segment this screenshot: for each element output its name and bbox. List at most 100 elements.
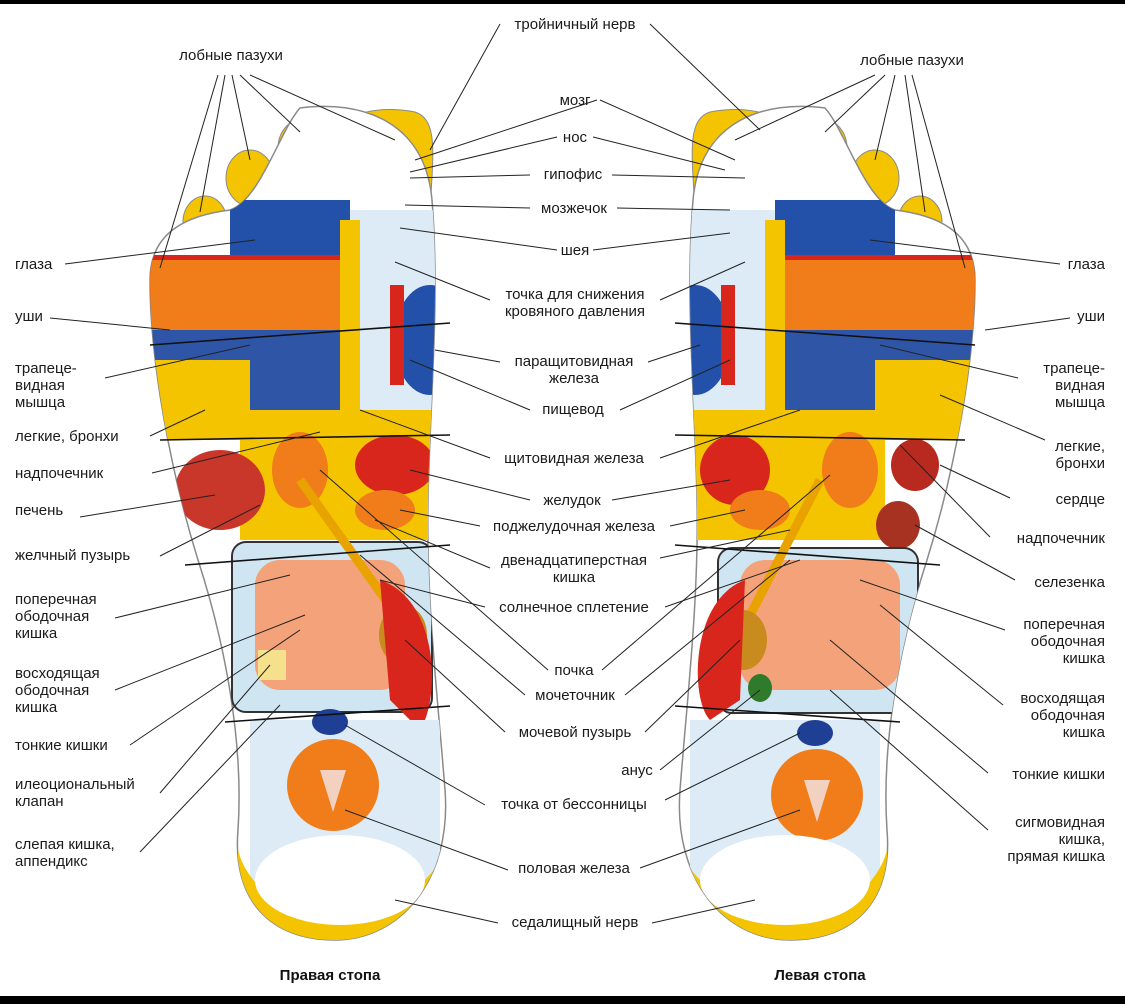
label-appendix-line1: слепая кишка, bbox=[15, 836, 115, 853]
label-duodenum-line2: кишка bbox=[552, 569, 596, 586]
right-appendix bbox=[258, 650, 286, 680]
label-sigmoid-line2: кишка, bbox=[1058, 831, 1105, 848]
right-eye-band bbox=[230, 200, 350, 260]
label-heart: сердце bbox=[1055, 491, 1105, 508]
label-parathyroid-line1: паращитовидная bbox=[514, 353, 634, 370]
right-zone-lines bbox=[149, 322, 451, 723]
right-red-half bbox=[380, 580, 432, 730]
left-sole-zones bbox=[679, 200, 975, 940]
left-orange-band bbox=[785, 260, 975, 330]
label-ascending-left-line3: кишка bbox=[1062, 724, 1105, 741]
label-ileocecal-line1: илеоциональный bbox=[15, 776, 135, 793]
label-ascending-left-line2: ободочная bbox=[1030, 707, 1105, 724]
label-parathyroid: паращитовидная железа bbox=[515, 353, 634, 387]
right-gonad-inner bbox=[320, 770, 346, 812]
right-lung-band bbox=[150, 360, 250, 440]
label-trapezius-left-line1: трапеце- bbox=[1043, 360, 1105, 377]
label-trapezius-right-line1: трапеце- bbox=[15, 360, 77, 377]
label-ascending-left-line1: восходящая bbox=[1020, 690, 1105, 707]
label-transverse-left-line2: ободочная bbox=[1030, 633, 1105, 650]
label-brain: мозг bbox=[559, 92, 591, 109]
label-nose: нос bbox=[562, 129, 588, 146]
label-lungs-right: легкие, бронхи bbox=[15, 428, 119, 445]
left-small-intestine bbox=[740, 560, 900, 690]
left-anus-zone bbox=[748, 674, 772, 702]
label-parathyroid-line2: железа bbox=[549, 370, 599, 387]
label-transverse-right-line2: ободочная bbox=[15, 608, 90, 625]
right-stomach bbox=[355, 435, 435, 495]
label-sigmoid-line1: сигмовидная bbox=[1015, 814, 1105, 831]
label-cerebellum: мозжечок bbox=[541, 200, 607, 217]
label-duodenum-line1: двенадцатиперстная bbox=[500, 552, 648, 569]
label-adrenal-left: надпочечник bbox=[1016, 530, 1105, 547]
right-pancreas bbox=[355, 490, 415, 530]
right-kidney bbox=[272, 432, 328, 508]
label-kidney: почка bbox=[554, 662, 594, 679]
label-trigeminal: тройничный нерв bbox=[514, 16, 636, 33]
label-ileocecal-line2: клапан bbox=[15, 793, 64, 810]
label-thyroid: щитовидная железа bbox=[504, 450, 644, 467]
label-sigmoid-line3: прямая кишка bbox=[1007, 848, 1105, 865]
label-spleen: селезенка bbox=[1034, 574, 1105, 591]
label-trapezius-right: трапеце- видная мышца bbox=[15, 360, 77, 411]
label-ascending-right-line2: ободочная bbox=[15, 682, 90, 699]
label-pancreas: поджелудочная железа bbox=[493, 518, 655, 535]
label-stomach: желудок bbox=[543, 492, 601, 509]
left-stomach bbox=[700, 435, 770, 505]
left-red-half bbox=[697, 580, 745, 720]
left-heel-white bbox=[700, 835, 870, 925]
left-spleen bbox=[876, 501, 920, 549]
label-anus: анус bbox=[621, 762, 653, 779]
label-transverse-right: поперечная ободочная кишка bbox=[15, 591, 97, 642]
label-esophagus: пищевод bbox=[542, 401, 604, 418]
label-bladder: мочевой пузырь bbox=[518, 724, 632, 741]
label-solar-plexus: солнечное сплетение bbox=[499, 599, 649, 616]
label-gonad: половая железа bbox=[518, 860, 630, 877]
leader-lines bbox=[49, 23, 1071, 924]
label-bp-point-line1: точка для снижения bbox=[505, 286, 645, 303]
label-ears-right: уши bbox=[15, 308, 43, 325]
label-transverse-right-line1: поперечная bbox=[15, 591, 97, 608]
right-small-intestine bbox=[255, 560, 405, 690]
label-ascending-right-line3: кишка bbox=[15, 699, 58, 716]
caption-right-foot: Правая стопа bbox=[279, 967, 381, 984]
label-transverse-right-line3: кишка bbox=[15, 625, 58, 642]
label-bp-point-line2: кровяного давления bbox=[504, 303, 646, 320]
bottom-border bbox=[0, 996, 1125, 1004]
label-ascending-right-line1: восходящая bbox=[15, 665, 100, 682]
label-liver: печень bbox=[15, 502, 64, 519]
label-trapezius-left: трапеце- видная мышца bbox=[1043, 360, 1105, 411]
left-eye-band bbox=[775, 200, 895, 260]
left-kidney bbox=[822, 432, 878, 508]
label-ears-left: уши bbox=[1077, 308, 1105, 325]
label-appendix: слепая кишка, аппендикс bbox=[15, 836, 115, 870]
label-gallbladder: желчный пузырь bbox=[15, 547, 131, 564]
label-trapezius-right-line2: видная bbox=[15, 377, 65, 394]
label-duodenum: двенадцатиперстная кишка bbox=[501, 552, 647, 586]
left-anus-point bbox=[797, 720, 833, 746]
label-appendix-line2: аппендикс bbox=[15, 853, 88, 870]
label-transverse-left: поперечная ободочная кишка bbox=[1023, 616, 1105, 667]
left-sciatic-arc bbox=[680, 850, 887, 940]
left-lung-band bbox=[875, 360, 975, 440]
left-heart bbox=[891, 439, 939, 491]
right-parathyroid bbox=[394, 285, 446, 395]
right-sciatic-arc bbox=[238, 850, 445, 940]
label-bp-point: точка для снижения кровяного давления bbox=[505, 286, 645, 320]
left-gonad-inner bbox=[804, 780, 830, 822]
label-transverse-left-line3: кишка bbox=[1062, 650, 1105, 667]
right-liver bbox=[175, 450, 265, 530]
left-esophagus bbox=[721, 285, 735, 385]
label-trapezius-left-line2: видная bbox=[1055, 377, 1105, 394]
label-insomnia: точка от бессонницы bbox=[501, 796, 647, 813]
label-trapezius-left-line3: мышца bbox=[1054, 394, 1105, 411]
label-eyes-right: глаза bbox=[15, 256, 53, 273]
right-foot bbox=[149, 105, 451, 941]
right-sole-zones bbox=[150, 200, 446, 940]
right-esophagus bbox=[390, 285, 404, 385]
caption-left-foot: Левая стопа bbox=[774, 967, 866, 984]
label-small-int-left: тонкие кишки bbox=[1012, 766, 1105, 783]
label-sinuses-left: лобные пазухи bbox=[860, 52, 964, 69]
